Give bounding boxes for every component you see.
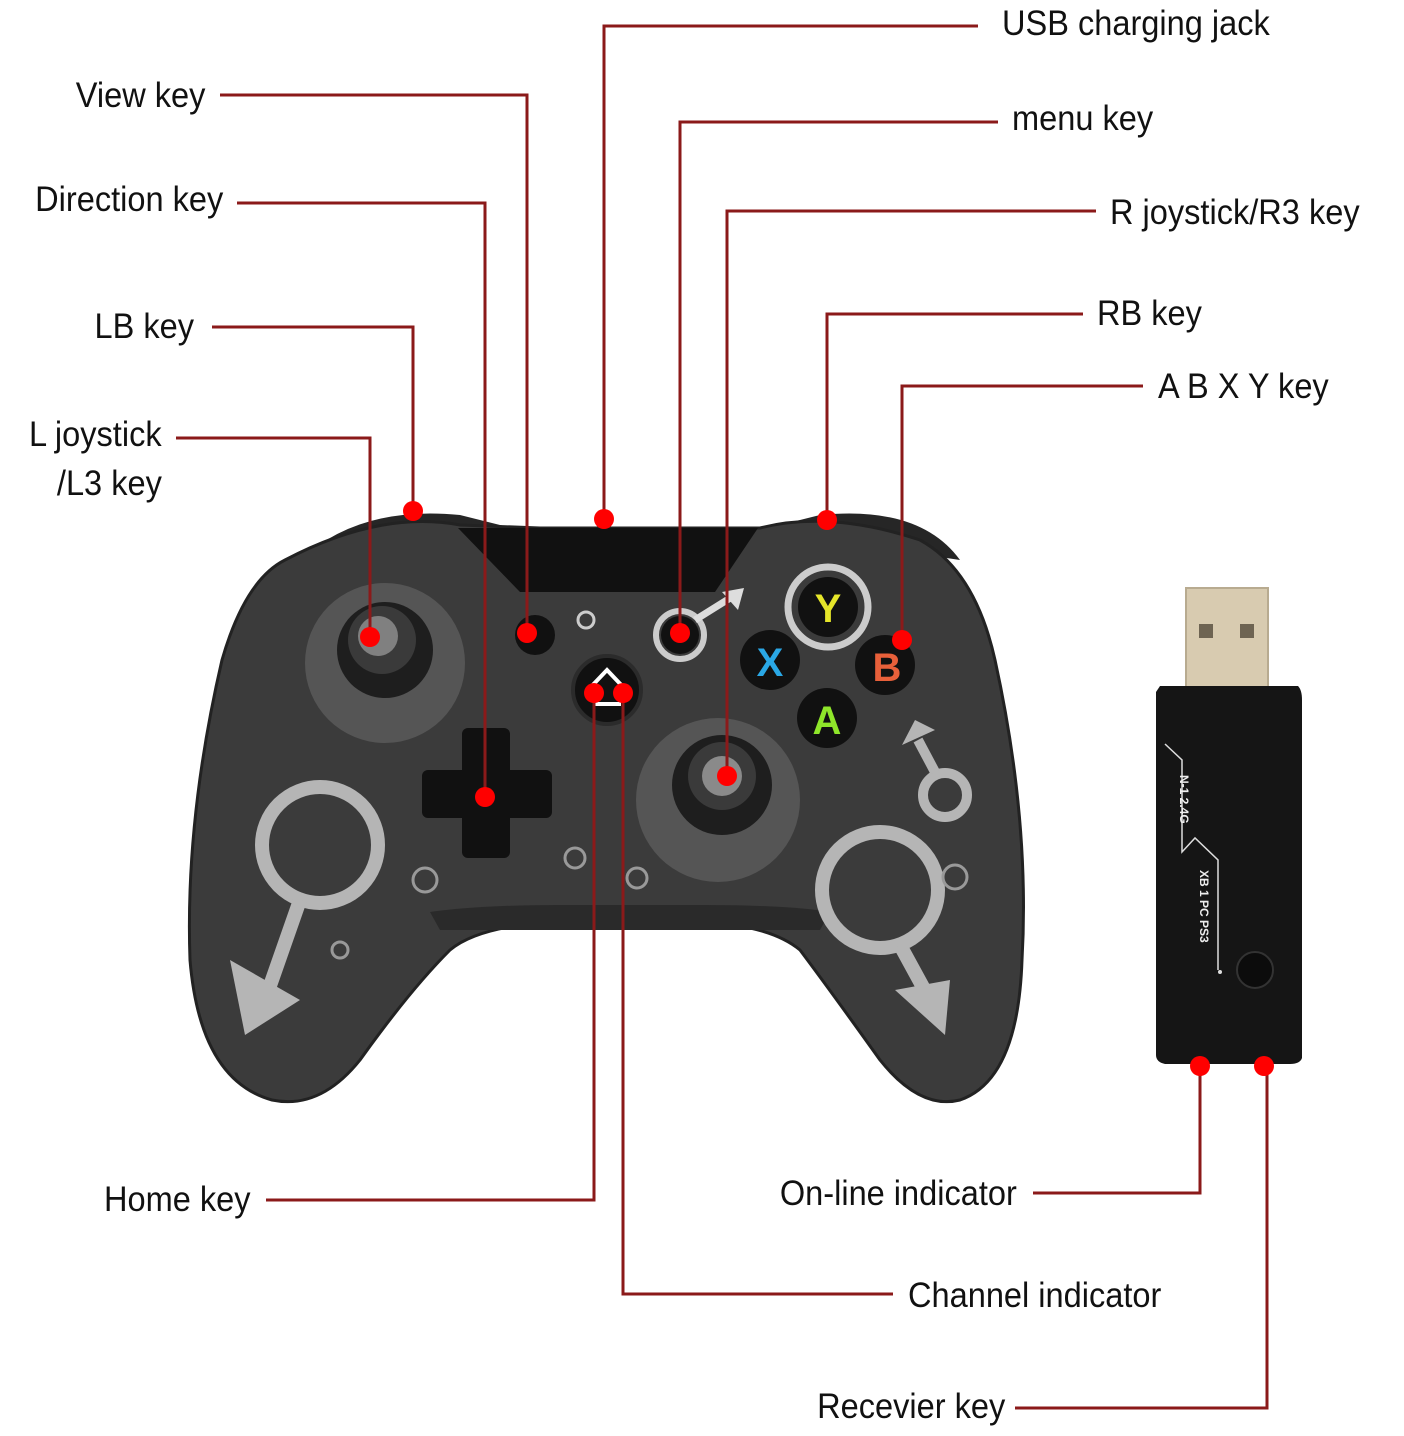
menu-key-marker-dot <box>670 623 690 643</box>
button-y: Y <box>815 587 842 631</box>
view-key-leader-line <box>220 93 529 633</box>
button-x: X <box>757 641 784 685</box>
usb-charging-jack-marker-dot <box>594 509 614 529</box>
decorative-prints <box>255 737 972 1004</box>
home-key-marker-dot <box>584 683 604 703</box>
r-joystick-r3-key-marker-dot <box>717 766 737 786</box>
l-joystick-l3-key-label: L joystick <box>29 415 162 454</box>
l-joystick-l3-key-label: /L3 key <box>57 464 162 503</box>
abxy-key-leader-line <box>900 384 1143 640</box>
direction-key-marker-dot <box>475 787 495 807</box>
r-joystick-r3-key-leader-line <box>725 209 1096 776</box>
receiver-model-text: N-1 2.4G <box>1177 775 1191 824</box>
r-joystick-r3-key-label: R joystick/R3 key <box>1110 193 1360 232</box>
abxy-key-label: A B X Y key <box>1158 367 1329 406</box>
view-key-marker-dot <box>517 623 537 643</box>
direction-key-leader-line <box>237 201 487 797</box>
receiver-compat-text: XB 1 PC PS3 <box>1197 870 1211 943</box>
home-key-leader-line <box>266 693 596 1202</box>
online-indicator-leader-line <box>1033 1066 1202 1195</box>
menu-key-label: menu key <box>1012 99 1154 138</box>
rb-key-marker-dot <box>817 510 837 530</box>
abxy-key-marker-dot <box>892 630 912 650</box>
l-joystick-l3-key-marker-dot <box>360 627 380 647</box>
receiver-key-leader-line <box>1015 1066 1269 1410</box>
receiver-key-label: Recevier key <box>816 1387 1005 1426</box>
channel-indicator-marker-dot <box>613 683 633 703</box>
online-indicator-marker-dot <box>1190 1056 1210 1076</box>
button-a: A <box>813 699 842 743</box>
channel-indicator-label: Channel indicator <box>908 1276 1162 1315</box>
home-key-label: Home key <box>104 1180 251 1219</box>
rb-key-leader-line <box>825 312 1083 520</box>
menu-key-leader-line <box>678 120 998 633</box>
rb-key-label: RB key <box>1097 294 1202 333</box>
lb-key-leader-line <box>212 325 415 511</box>
usb-charging-jack-label: USB charging jack <box>1002 4 1270 43</box>
button-b: B <box>873 646 902 690</box>
lb-key-marker-dot <box>403 501 423 521</box>
usb-charging-jack-leader-line <box>602 24 978 519</box>
channel-indicator-leader-line <box>621 693 893 1296</box>
receiver-pair-button <box>1236 951 1274 989</box>
usb-receiver: N-1 2.4G XB 1 PC PS3 <box>1156 587 1302 1064</box>
lb-key-label: LB key <box>94 307 194 346</box>
view-key-label: View key <box>75 76 205 115</box>
receiver-key-marker-dot <box>1254 1056 1274 1076</box>
online-indicator-label: On-line indicator <box>779 1174 1017 1213</box>
direction-key-label: Direction key <box>34 180 223 219</box>
top-panel <box>458 528 758 592</box>
l-joystick-l3-key-leader-line <box>176 436 372 637</box>
